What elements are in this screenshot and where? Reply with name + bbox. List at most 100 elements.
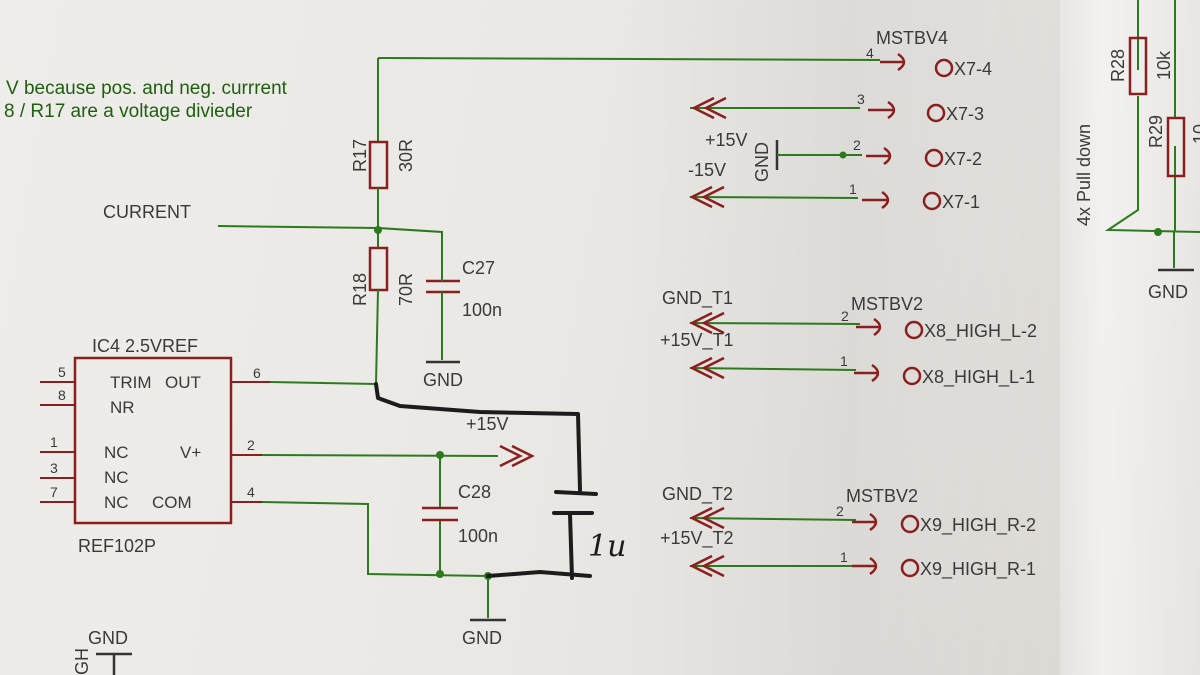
x7-1-label: X7-1: [942, 192, 980, 212]
x7-4-symbol: [880, 52, 906, 72]
r28-value: 10k: [1154, 50, 1174, 80]
handdrawn-wire-bottom: [486, 570, 592, 578]
x7-3-terminal: [926, 103, 946, 123]
supply-arrow-15v: [499, 444, 535, 468]
gnd-label-c27: GND: [423, 370, 463, 390]
bottom-left-gnd: GND: [88, 628, 128, 648]
ic4-pin-out: OUT: [165, 373, 201, 392]
ic4-pin-num-1: 1: [50, 434, 58, 450]
wire-x7-1: [689, 196, 859, 199]
x8-2-label: X8_HIGH_L-2: [924, 321, 1037, 342]
wire-com-gnd: [261, 501, 489, 577]
note-line-2: 8 / R17 are a voltage diviеder: [4, 101, 253, 122]
wire-vplus: [261, 454, 499, 457]
x9-connector-name: MSTBV2: [846, 486, 918, 506]
x9-gnd-t2: GND_T2: [662, 484, 733, 505]
ic4-pin-nc-3: NC: [104, 493, 129, 512]
ic4-pin-num-2: 2: [247, 437, 255, 453]
x9-1-terminal: [900, 558, 920, 578]
x8-plus15-t1: +15V_T1: [660, 330, 734, 351]
resistor-r28: [1128, 36, 1148, 96]
ic4-pin-num-5: 5: [58, 364, 66, 380]
wire-r18-bottom: [375, 289, 379, 385]
x7-gnd-vertical: GND: [752, 142, 772, 182]
r18-value: 70R: [396, 273, 416, 306]
x7-3-arrow: [691, 96, 727, 120]
x9-pin-num-1: 1: [840, 549, 848, 565]
x8-2-arrow: [689, 311, 725, 335]
x8-pin-num-1: 1: [840, 353, 848, 369]
x8-2-terminal: [904, 320, 924, 340]
x9-2-arrow: [689, 506, 725, 530]
x7-plus15-label: +15V: [705, 130, 748, 150]
c27-name: C27: [462, 258, 495, 278]
x7-1-symbol: [862, 190, 890, 210]
label-plus15v: +15V: [466, 414, 509, 434]
x8-gnd-t1: GND_T1: [662, 288, 733, 309]
wire-x9-2: [689, 517, 857, 521]
r17-value: 30R: [396, 139, 416, 172]
ic4-body: [73, 356, 233, 525]
c28-value: 100n: [458, 526, 498, 546]
r28-name: R28: [1108, 49, 1128, 82]
bottom-left-gnd-symbol: [96, 652, 132, 675]
pulldown-junction: [1154, 228, 1162, 236]
ic4-pin-num-6: 6: [253, 365, 261, 381]
note-line-1: V because pos. and neg. currrent: [6, 78, 288, 99]
handdrawn-cap-value: 1u: [588, 529, 626, 564]
x7-1-terminal: [922, 191, 942, 211]
x8-1-symbol: [854, 363, 880, 383]
x7-2-symbol: [866, 146, 892, 166]
x7-4-label: X7-4: [954, 59, 992, 79]
gnd-label-main: GND: [462, 628, 502, 648]
ic4-pin-nc-2: NC: [104, 468, 129, 487]
wire-x8-1: [689, 367, 857, 371]
ic4-left-pins: [40, 381, 75, 503]
x7-3-label: X7-3: [946, 104, 984, 124]
ic4-pin-nr: NR: [110, 398, 135, 417]
x9-pin-num-2: 2: [836, 503, 844, 519]
paper-fold-highlight: [1060, 0, 1200, 675]
x7-1-arrow: [689, 185, 725, 209]
r18-name: R18: [350, 273, 370, 306]
r29-name: R29: [1146, 115, 1166, 148]
x7-4-terminal: [934, 58, 954, 78]
ic4-pin-trim: TRIM: [110, 373, 152, 392]
c28-name: C28: [458, 482, 491, 502]
x7-2-junction: [839, 151, 847, 159]
r17-name: R17: [350, 139, 370, 172]
ic4-pin-num-8: 8: [58, 387, 66, 403]
ic4-pin-num-7: 7: [50, 484, 58, 500]
ic4-pin-num-4: 4: [247, 484, 255, 500]
x8-1-label: X8_HIGH_L-1: [922, 367, 1035, 388]
resistor-r18: [368, 246, 389, 292]
x7-pin-num-3: 3: [857, 91, 865, 107]
pulldown-gnd-label: GND: [1148, 282, 1188, 302]
ic4-right-pins: [231, 381, 270, 503]
ic4-pin-nc-1: NC: [104, 443, 129, 462]
x7-2-terminal: [924, 148, 944, 168]
ic4-pin-vplus: V+: [180, 443, 201, 462]
x7-3-symbol: [868, 100, 896, 120]
wire-current: [217, 225, 443, 268]
x9-1-label: X9_HIGH_R-1: [920, 559, 1036, 580]
resistor-r17: [368, 140, 389, 190]
pulldown-wires: [1104, 0, 1200, 233]
resistor-r29: [1166, 116, 1186, 178]
x9-2-label: X9_HIGH_R-2: [920, 515, 1036, 536]
junction-current: [374, 226, 382, 234]
x7-pin-num-4: 4: [866, 45, 874, 61]
x9-2-symbol: [852, 512, 878, 532]
x9-plus15-t2: +15V_T2: [660, 528, 734, 549]
capacitor-c27: [426, 279, 460, 294]
ic4-part: REF102P: [78, 536, 156, 556]
x9-1-arrow: [689, 554, 725, 578]
ic4-pin-num-3: 3: [50, 460, 58, 476]
c27-value: 100n: [462, 300, 502, 320]
wire-x8-2: [689, 322, 861, 325]
pulldown-label: 4x Pull down: [1074, 124, 1094, 226]
bottom-left-vertical-label: GH: [72, 648, 92, 675]
x8-connector-name: MSTBV2: [851, 294, 923, 314]
ic4-title: IC4 2.5VREF: [92, 336, 198, 356]
